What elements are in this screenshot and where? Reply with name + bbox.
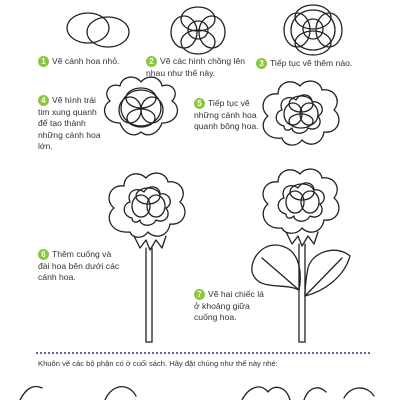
step-7-text: Vẽ hai chiếc lá ở khoảng giữa cuống hoa.	[194, 289, 264, 322]
step1-petals-drawing	[66, 12, 130, 48]
step-2-badge: 2	[146, 56, 157, 67]
step2-overlap-drawing	[170, 6, 226, 55]
step7-flower-leaves-drawing	[251, 168, 351, 343]
step-3-text: Tiếp tục vẽ thêm nào.	[270, 58, 353, 68]
step-3-badge: 3	[256, 58, 267, 69]
step3-more-petals-drawing	[283, 4, 343, 56]
step5-full-bloom-drawing	[262, 80, 340, 146]
step-2-text: Vẽ các hình chồng lên nhau như thế này.	[146, 56, 246, 78]
step4-heart-petals-drawing	[103, 76, 179, 136]
step-1-badge: 1	[38, 56, 49, 67]
step-7-badge: 7	[194, 289, 205, 300]
step-5-badge: 5	[194, 98, 205, 109]
step-4-text: Vẽ hình trái tim xung quanh để tạo thành…	[38, 95, 101, 151]
step6-flower-stem-drawing	[108, 172, 186, 343]
template-shapes-drawing	[19, 385, 375, 400]
step-1-text: Vẽ cánh hoa nhỏ.	[52, 56, 120, 66]
template-note: Khuôn vẽ các bộ phận có ở cuối sách. Hãy…	[38, 359, 278, 368]
step-5-text: Tiếp tục vẽ những cánh hoa quanh bông ho…	[194, 98, 259, 131]
step-4-badge: 4	[38, 95, 49, 106]
dotted-divider	[36, 352, 370, 354]
step-6-text: Thêm cuống và đài hoa bên dưới các cánh …	[38, 249, 120, 282]
step-6-badge: 6	[38, 249, 49, 260]
